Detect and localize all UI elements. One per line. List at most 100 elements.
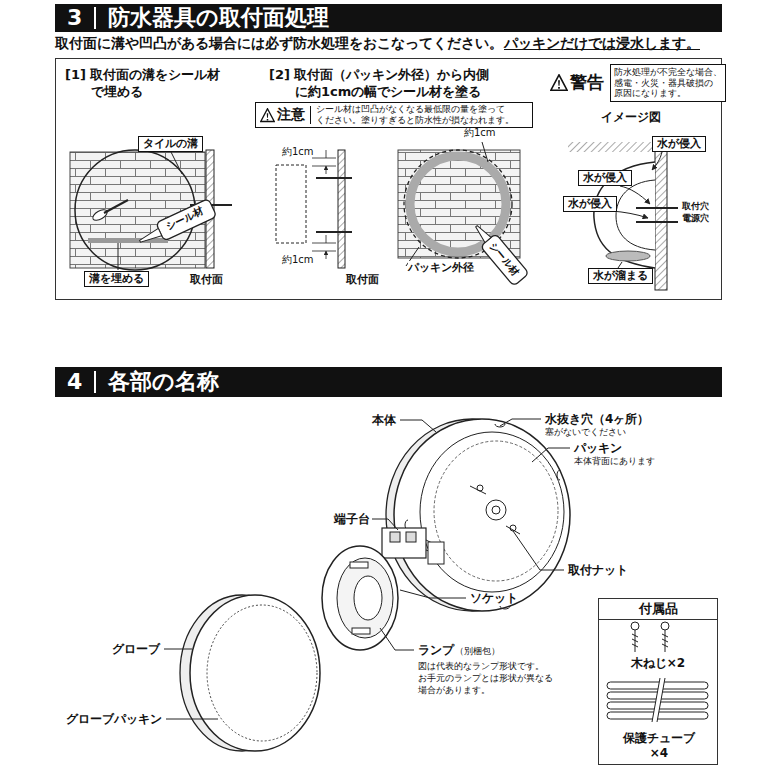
tile-wall-step1-part [136,198,217,250]
terminal-block-part [382,528,426,558]
section-band: 4各部の名称 [55,367,722,397]
node-text: シール材は凹凸がなくなる最低限の量を塗って ください。塗りすぎると防水性が損なわ… [316,104,528,126]
tag-box: タイルの溝 [138,136,203,152]
tile-wall-step2-part [469,220,529,286]
leader-lines-part [500,419,541,426]
fixture-body [386,419,570,611]
tile-wall-step1-part-part [138,228,161,245]
leader-lines-part [166,719,218,720]
socket-part [354,576,382,620]
caution-box: 注意シール材は凹凸がなくなる最低限の量を塗って ください。塗りすぎると防水性が損… [255,102,533,128]
part-name: ランプ [418,643,454,657]
part-name: グローブ [112,642,160,656]
part-note: 本体背面にあります [574,456,655,467]
fixture-body-part [394,419,570,611]
fixture-body-part [405,424,560,609]
accessory-pictures-part [632,630,638,652]
water-ingress-image-part [612,211,648,218]
part-name: 水抜き穴（4ヶ所） [545,412,649,426]
accessory-pictures-part [631,622,639,630]
tile-wall-step1-part [118,243,119,270]
node-text: 防水処理が不完全な場合、 感電・火災・器具破損の 原因になります。 [610,64,726,102]
socket-part [322,546,398,650]
warning-triangle [261,108,275,121]
leader-lines-part [400,590,466,598]
leader-lines-part [372,519,398,530]
terminal-block [382,528,444,564]
terminal-block-part [390,532,400,542]
tag-box: 水が侵入 [652,136,706,152]
tile-wall-step1-part [104,200,128,213]
node-text: [2] 取付面（パッキン外径）から内側 に約1cmの幅でシール材を塗る [269,66,535,100]
tile-wall-step2-part [312,158,336,166]
water-ingress-image-part [568,142,654,152]
part-name: パッキン [574,441,622,455]
tile-wall-step1-part [91,208,109,223]
tile-wall-step2-part [312,243,336,251]
hole-label: 電源穴 [682,213,709,224]
tag-box: 溝を埋める [84,271,149,287]
warning-box: 警告防水処理が不完全な場合、 感電・火災・器具破損の 原因になります。 [550,64,726,102]
water-ingress-image [568,142,678,290]
node-heading: 警告 [568,71,610,94]
intro-note-underlined: パッキンだけでは浸水します。 [504,35,700,52]
warning-mark [558,80,560,89]
node-heading: 3 [67,6,82,30]
tile-wall-step2-part [276,165,306,243]
tag-box: 水が侵入 [578,170,632,186]
water-ingress-image-part [620,186,650,204]
accessory-box: 付属品木ねじ×2 保護チューブ ×4 [598,598,718,765]
node-heading: [1] 取付面の溝をシール材 で埋める [65,66,241,100]
socket-part [352,628,370,634]
node-text: 防水器具の取付面処理 [94,7,329,29]
part-note: 塞がないでください [545,427,626,438]
node-heading: 4 [67,370,82,394]
part-name: 端子台 [334,512,370,526]
part-name: グローブパッキン [66,712,162,726]
dimension: 約1cm [282,146,314,158]
node-text: イメージ図 [601,109,661,126]
node-text: 木ねじ×2 [599,655,717,672]
part-name: 取付ナット [568,563,628,577]
accessory-pictures-part [607,682,708,689]
fixture-body-part [420,432,564,592]
tile-wall-step2-part [338,150,345,268]
node-heading: 注意 [277,106,311,124]
node-text: 保護チューブ ×4 [619,731,699,761]
section-band: 3 防水器具の取付面処理 [55,4,722,32]
glove-part [207,605,317,741]
tag-box: 水が溜まる [588,268,653,284]
dimension: 約1cm [282,254,314,266]
tile-wall-step2-part-part [473,224,491,243]
fixture-body-part [434,441,558,581]
tile-wall-step1 [70,150,232,270]
part-name: ソケット [470,591,518,605]
surface-label: 取付面 [346,273,379,286]
tile-wall-step1-part [75,150,195,270]
tile-wall-step2-part [482,142,488,162]
accessory-pictures-part [662,630,668,652]
fixture-body-part [506,526,520,534]
leader-lines-part [400,420,436,432]
fixture-body-part [486,500,506,520]
part-note: 図は代表的なランプ形状です。 お手元のランプとは形状が異なる 場合があります。 [418,660,563,696]
tile-wall-step2-part [326,150,327,174]
socket [322,546,398,650]
terminal-block-part [428,542,444,564]
accessory-pictures-part [652,678,665,722]
leader-lines-part [513,531,564,570]
glove-part [190,595,320,751]
tile-wall-step2-part [316,231,352,233]
hole-label: 取付穴 [682,201,709,212]
warning-mark [267,113,269,120]
intro-note: 取付面に溝や凹凸がある場合には必ず防水処理をおこなってください。 [55,35,503,52]
tag-box: 水が侵入 [563,196,617,212]
glove [180,595,320,751]
node-heading: 付属品 [599,599,717,620]
tile-wall-step2-part [326,235,327,259]
socket-part [337,558,393,638]
tile-wall-step2-part [410,156,506,252]
node-heading: 水が侵入 [657,137,701,151]
socket-part [350,562,368,568]
